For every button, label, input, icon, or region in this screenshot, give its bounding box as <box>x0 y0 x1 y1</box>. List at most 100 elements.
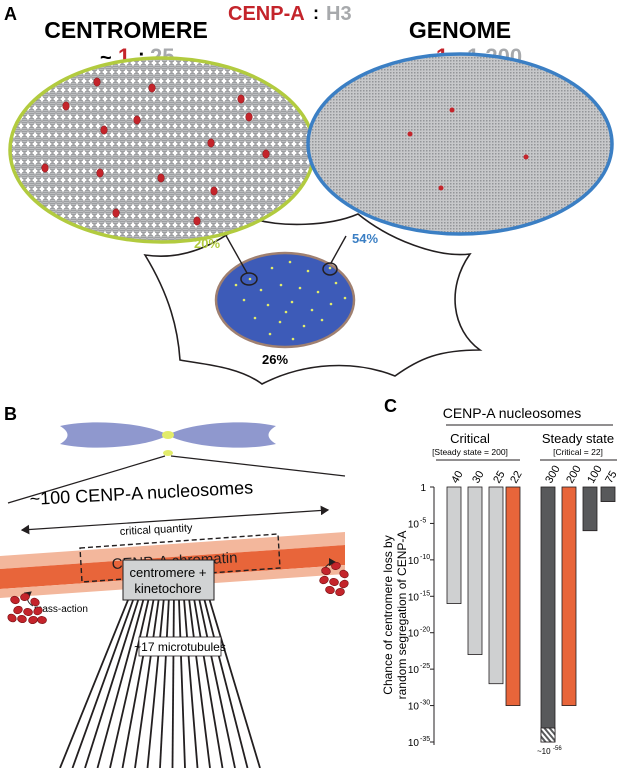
centromere-dot <box>298 286 302 290</box>
microtubule <box>71 599 134 768</box>
category-label: 200 <box>564 464 584 486</box>
free-cenpa-nucleosome <box>10 595 20 605</box>
genome-cenpa-dot <box>523 154 529 160</box>
panel-c-letter: C <box>384 396 397 416</box>
centromere-dot <box>242 298 246 302</box>
free-cenpa-nucleosome <box>13 605 23 615</box>
category-label: 30 <box>470 469 487 486</box>
cell-percent: 26% <box>262 352 288 367</box>
free-cenpa-nucleosome <box>319 575 329 585</box>
chromosome <box>60 422 276 456</box>
bar-steady-state-75 <box>600 486 616 502</box>
genome-cenpa-dot <box>407 131 413 137</box>
y-tick-exponent: -20 <box>420 627 430 634</box>
y-tick-exponent: -25 <box>420 663 430 670</box>
centromere-dot <box>328 266 332 270</box>
free-cenpa-nucleosome <box>23 608 33 616</box>
centromere-dot <box>288 260 292 264</box>
microtubule <box>178 599 186 768</box>
centromere-dot <box>329 302 333 306</box>
centromere-dot <box>291 337 295 341</box>
free-cenpa-nucleosomes-left <box>7 593 47 625</box>
genome-zoom-line <box>330 235 347 264</box>
group-critical-title: Critical <box>450 431 490 446</box>
y-tick-label: 10 <box>408 519 420 530</box>
centromere-dot <box>320 318 324 322</box>
y-tick-label: 10 <box>408 702 420 713</box>
centromere-dot <box>334 281 338 285</box>
free-cenpa-nucleosome <box>37 616 47 624</box>
centromere-dot <box>302 324 306 328</box>
centromere-ratio-sep: : <box>138 46 145 68</box>
genome-cenpa-dot <box>438 185 444 191</box>
category-label: 25 <box>491 469 508 486</box>
cenpa-nucleosome <box>207 138 215 148</box>
centromere-zoom-circle <box>240 272 258 286</box>
category-label: 100 <box>585 464 605 486</box>
centromere-dot <box>268 332 272 336</box>
centromere-dot <box>259 288 263 292</box>
bar-critical-22 <box>505 486 521 706</box>
bar-steady-state-100 <box>582 486 598 532</box>
free-cenpa-nucleosomes-right <box>319 562 349 597</box>
microtubule <box>198 599 236 768</box>
cenpa-nucleosome <box>133 115 141 125</box>
critical-quantity-box <box>79 533 281 583</box>
centromere-dot <box>279 283 283 287</box>
cenpa-nucleosome <box>96 168 104 178</box>
centromere-dot <box>248 277 252 281</box>
zoom-line-left <box>7 455 166 504</box>
free-cenpa-nucleosome <box>33 606 43 616</box>
bar-steady-state-300 <box>540 486 556 743</box>
genome-zoom-circle <box>322 262 338 276</box>
microtubules <box>59 599 261 768</box>
bar-critical-25 <box>488 486 504 685</box>
centromere-dot <box>266 303 270 307</box>
nucleus <box>214 251 356 349</box>
cenpa-nucleosome <box>237 94 245 104</box>
microtubule <box>96 599 145 768</box>
nucleosome-count-label: ~100 CENP-A nucleosomes <box>29 477 253 509</box>
microtubule <box>59 599 129 768</box>
centromere-zoom <box>8 56 316 244</box>
microtubules-label-box <box>138 636 222 657</box>
free-cenpa-nucleosome <box>339 579 349 589</box>
free-cenpa-nucleosome <box>17 614 27 624</box>
kinetochore-label-line1: centromere + <box>130 565 207 580</box>
cenpa-nucleosome <box>41 163 49 173</box>
y-tick-exponent: -15 <box>420 590 430 597</box>
cenpa-nucleosome <box>193 216 201 226</box>
microtubule <box>84 599 140 768</box>
cenpa-nucleosome <box>62 101 70 111</box>
centromere-zoom-line <box>223 231 248 274</box>
category-label: 40 <box>449 469 466 486</box>
mass-action-label: mass-action <box>34 604 88 615</box>
centromere-dot <box>278 320 282 324</box>
centromere-dot <box>310 308 314 312</box>
microtubule <box>121 599 155 768</box>
cenpa-nucleosome <box>262 149 270 159</box>
ratio-legend: CENP-A : H3 <box>228 3 352 25</box>
microtubule <box>109 599 150 768</box>
chromosome-centromere <box>162 431 174 439</box>
y-tick-label: 1 <box>420 483 426 494</box>
y-tick-label: 10 <box>408 629 420 640</box>
panel-c: C CENP-A nucleosomes Critical [Steady st… <box>381 396 617 756</box>
free-cenpa-nucleosome <box>321 566 331 576</box>
y-axis-label-line2: random segregation of CENP-A <box>395 531 409 700</box>
centromere-dot <box>270 266 274 270</box>
cenpa-nucleosome <box>157 173 165 183</box>
critical-quantity-label: critical quantity <box>120 522 194 538</box>
bar-break-hatch <box>540 727 556 743</box>
critical-arrow <box>20 505 330 535</box>
free-cenpa-nucleosome <box>325 585 335 595</box>
microtubule <box>208 599 261 768</box>
centromere-dot <box>284 310 288 314</box>
cenpa-nucleosome <box>245 112 253 122</box>
free-cenpa-nucleosome <box>331 562 341 570</box>
free-cenpa-nucleosome <box>20 593 30 601</box>
legend-h3: H3 <box>326 3 352 25</box>
